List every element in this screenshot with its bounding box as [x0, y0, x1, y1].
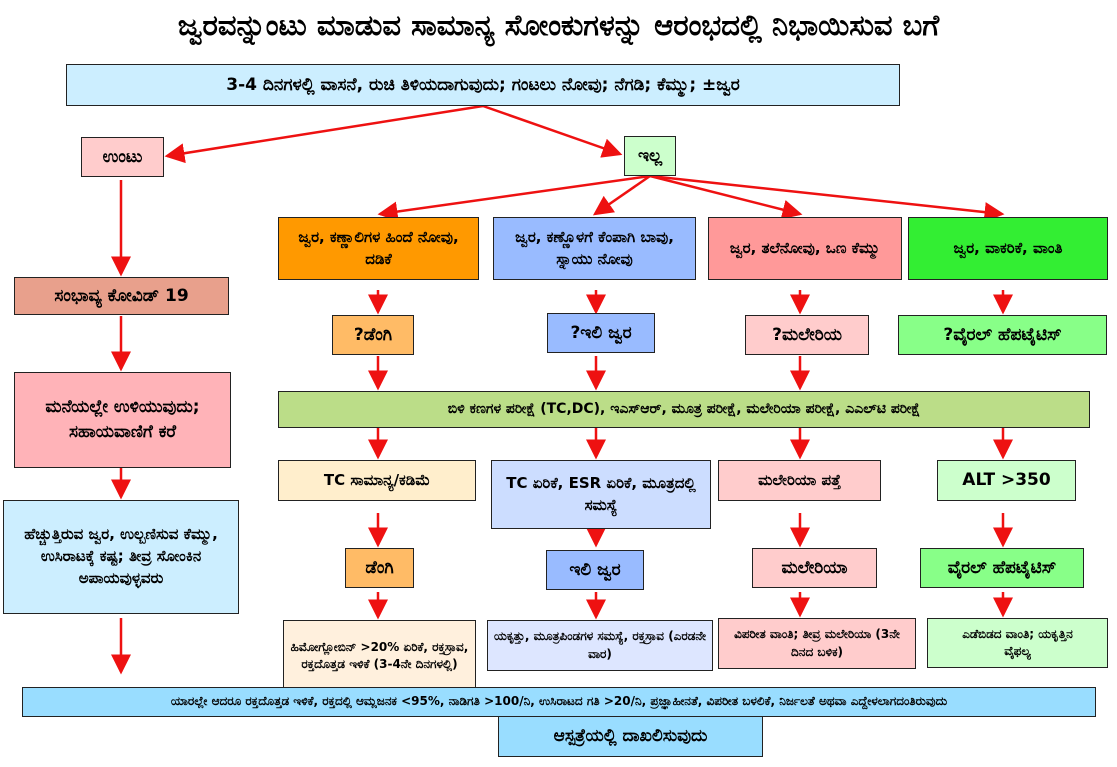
complications-leptospirosis: ಯಕೃತ್ತು, ಮೂತ್ರಪಿಂಡಗಳ ಸಮಸ್ಯೆ, ರಕ್ತಸ್ರಾವ (… — [487, 620, 713, 671]
symptoms-leptospirosis: ಜ್ವರ, ಕಣ್ಣೊಳಗೆ ಕೆಂಪಾಗಿ ಬಾವು, ಸ್ನಾಯು ನೋವು — [493, 217, 696, 280]
no-box: ಇಲ್ಲ — [624, 136, 676, 176]
suspect-dengue: ?ಡೆಂಗಿ — [332, 315, 414, 355]
page-title: ಜ್ವರವನ್ನುಂಟು ಮಾಡುವ ಸಾಮಾನ್ಯ ಸೋಂಕುಗಳನ್ನು ಆ… — [177, 8, 940, 42]
suspect-malaria: ?ಮಲೇರಿಯ — [745, 315, 869, 355]
suspect-hepatitis: ?ವೈರಲ್ ಹೆಪಟೈಟಿಸ್ — [898, 315, 1107, 355]
stay-home-box: ಮನೆಯಲ್ಲೇ ಉಳಿಯುವುದು; ಸಹಾಯವಾಣಿಗೆ ಕರೆ — [14, 372, 231, 468]
danger-signs-box: ಯಾರಲ್ಲೇ ಆದರೂ ರಕ್ತದೊತ್ತಡ ಇಳಿಕೆ, ರಕ್ತದಲ್ಲಿ… — [22, 687, 1096, 717]
diagnosis-malaria: ಮಲೇರಿಯಾ — [752, 548, 877, 588]
complications-hepatitis: ಎಡೆಬಿಡದ ವಾಂತಿ; ಯಕೃತ್ತಿನ ವೈಫಲ್ಯ — [927, 618, 1108, 668]
suspect-leptospirosis: ?ಇಲಿ ಜ್ವರ — [547, 313, 655, 353]
complications-malaria: ವಿಪರೀತ ವಾಂತಿ; ತೀವ್ರ ಮಲೇರಿಯಾ (3ನೇ ದಿನದ ಬಳ… — [718, 618, 916, 669]
symptoms-malaria: ಜ್ವರ, ತಲೆನೋವು, ಒಣ ಕೆಮ್ಮು — [708, 217, 902, 280]
covid-warning-box: ಹೆಚ್ಚುತ್ತಿರುವ ಜ್ವರ, ಉಲ್ಬಣಿಸುವ ಕೆಮ್ಮು, ಉಸ… — [3, 500, 239, 614]
result-malaria: ಮಲೇರಿಯಾ ಪತ್ತೆ — [718, 460, 881, 501]
tests-box: ಬಿಳಿ ಕಣಗಳ ಪರೀಕ್ಷೆ (TC,DC), ಇಎಸ್‌ಆರ್, ಮೂತ… — [278, 391, 1090, 428]
yes-box: ಉಂಟು — [81, 137, 164, 177]
initial-symptoms-box: 3-4 ದಿನಗಳಲ್ಲಿ ವಾಸನೆ, ರುಚಿ ತಿಳಿಯದಾಗುವುದು;… — [66, 64, 900, 106]
diagnosis-hepatitis: ವೈರಲ್ ಹೆಪಟೈಟಿಸ್ — [920, 548, 1084, 588]
diagnosis-dengue: ಡೆಂಗಿ — [345, 548, 414, 588]
complications-dengue: ಹಿಮೋಗ್ಲೋಬಿನ್ >20% ಏರಿಕೆ, ರಕ್ತಸ್ರಾವ, ರಕ್ತ… — [283, 620, 476, 692]
hospital-admission-box: ಆಸ್ಪತ್ರೆಯಲ್ಲಿ ದಾಖಲಿಸುವುದು — [498, 716, 763, 757]
symptoms-dengue: ಜ್ವರ, ಕಣ್ಣಾಲಿಗಳ ಹಿಂದೆ ನೋವು, ದಡಿಕೆ — [278, 217, 479, 280]
symptoms-hepatitis: ಜ್ವರ, ವಾಕರಿಕೆ, ವಾಂತಿ — [908, 217, 1108, 280]
result-dengue: TC ಸಾಮಾನ್ಯ/ಕಡಿಮೆ — [278, 460, 476, 501]
possible-covid-box: ಸಂಭಾವ್ಯ ಕೋವಿಡ್ 19 — [14, 277, 229, 315]
result-hepatitis: ALT >350 — [937, 460, 1076, 501]
diagnosis-leptospirosis: ಇಲಿ ಜ್ವರ — [546, 550, 644, 590]
result-leptospirosis: TC ಏರಿಕೆ, ESR ಏರಿಕೆ, ಮೂತ್ರದಲ್ಲಿ ಸಮಸ್ಯೆ — [491, 460, 711, 529]
